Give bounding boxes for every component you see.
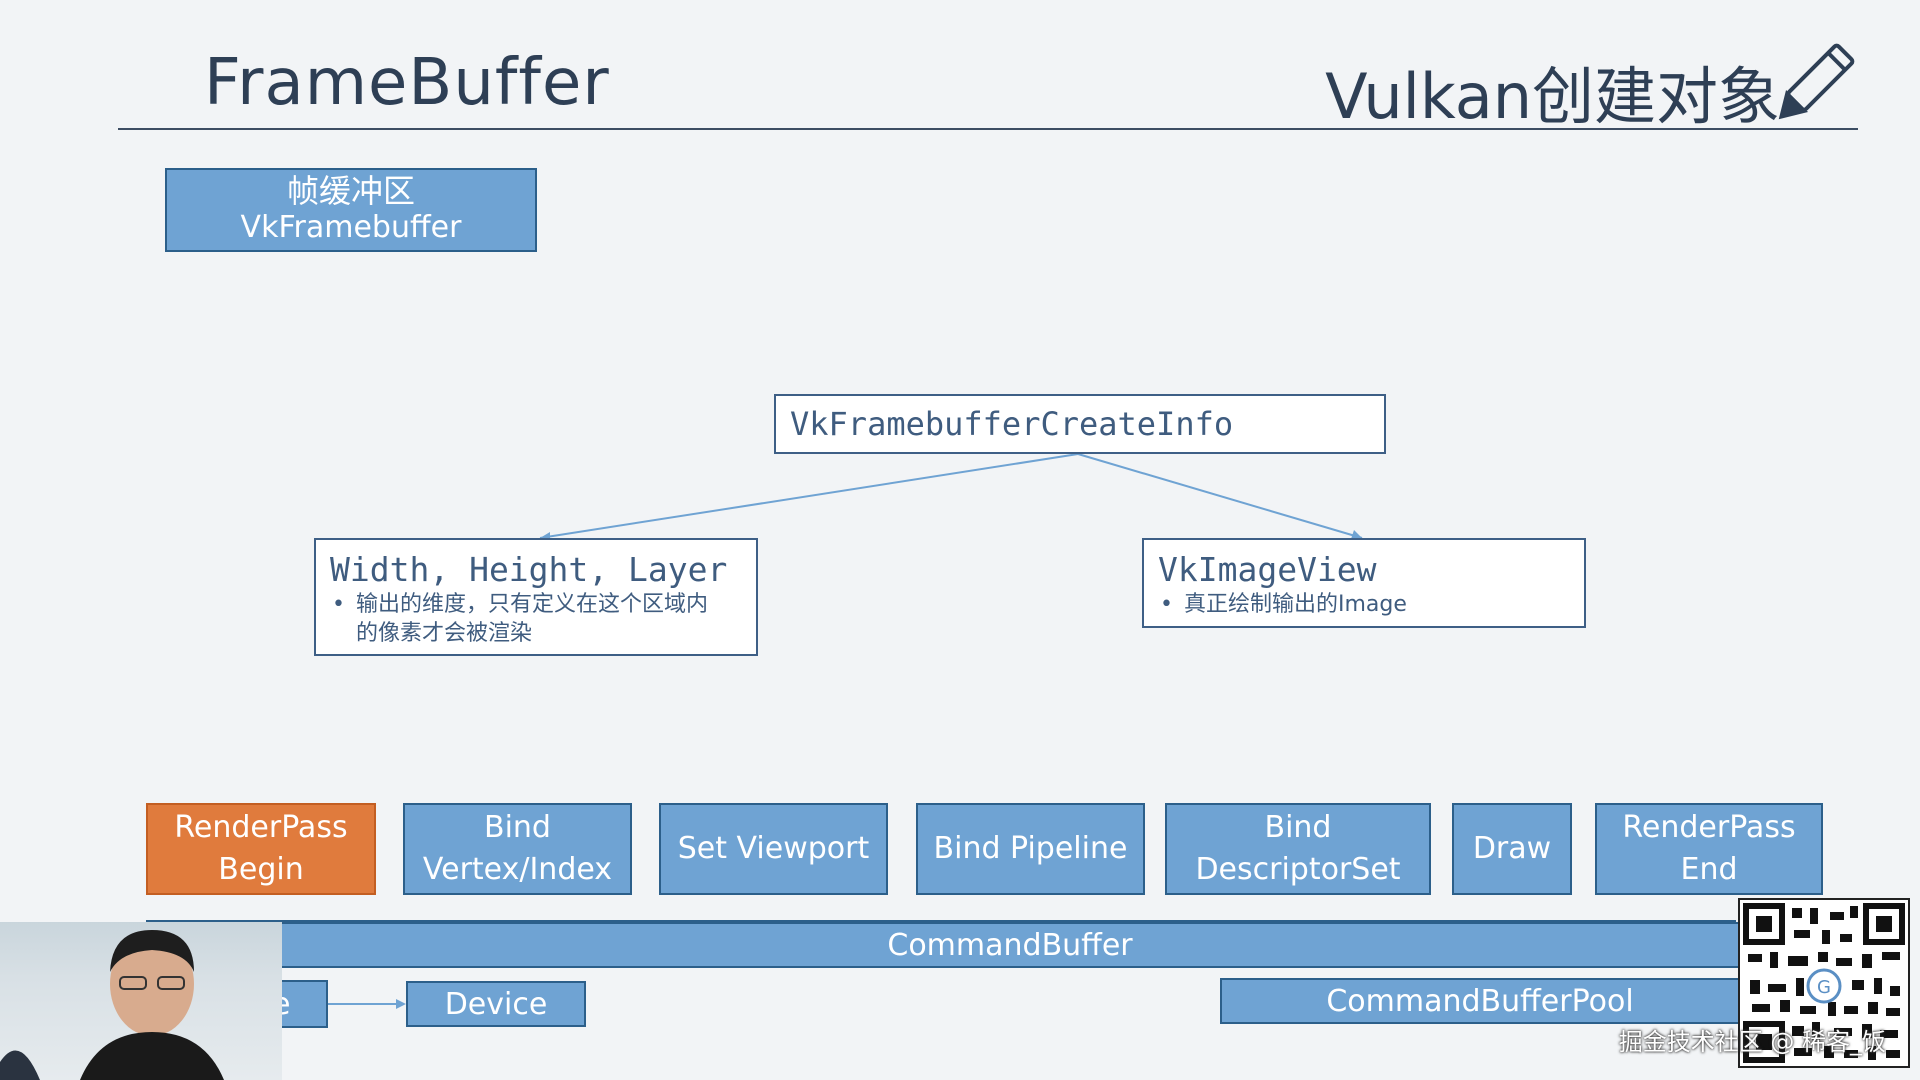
dimensions-box: Width, Height, Layer • 输出的维度，只有定义在这个区域内 … — [314, 538, 758, 656]
step-draw: Draw — [1452, 803, 1572, 895]
bullet-dot-icon: • — [332, 592, 345, 617]
dimensions-bullet: • 输出的维度，只有定义在这个区域内 的像素才会被渲染 — [330, 590, 746, 648]
dimensions-bullet-line2: 的像素才会被渲染 — [356, 621, 533, 646]
imageview-bullet-text: 真正绘制输出的Image — [1184, 592, 1407, 617]
device-box: Device — [406, 981, 586, 1027]
step-bind-descriptorset: Bind DescriptorSet — [1165, 803, 1431, 895]
framebuffer-label-cn: 帧缓冲区 — [286, 172, 415, 210]
connector-to-dimensions — [539, 453, 1079, 539]
connector-arrowhead-device — [396, 999, 406, 1009]
step-line2: Vertex/Index — [422, 852, 613, 887]
webcam-video — [0, 922, 282, 1080]
create-info-label: VkFramebufferCreateInfo — [790, 405, 1234, 443]
slide-section-title: Vulkan创建对象 — [1325, 46, 1780, 136]
presenter-avatar — [0, 930, 224, 1080]
command-buffer-pool-box: CommandBufferPool — [1220, 978, 1740, 1024]
imageview-title: VkImageView — [1158, 550, 1377, 589]
step-bind-pipeline: Bind Pipeline — [916, 803, 1145, 895]
command-buffer-pool-label: CommandBufferPool — [1326, 983, 1634, 1019]
step-line1: Bind Pipeline — [933, 831, 1128, 866]
step-underline — [146, 920, 1736, 922]
qr-code[interactable]: G — [1738, 898, 1910, 1068]
imageview-bullet: • 真正绘制输出的Image — [1158, 590, 1574, 619]
step-line1: Bind — [1264, 810, 1332, 845]
connector-to-imageview — [1077, 453, 1363, 539]
step-line1: RenderPass — [174, 810, 348, 845]
section-title-text: Vulkan创建对象 — [1325, 60, 1780, 133]
step-line2: Begin — [218, 852, 304, 887]
step-line1: Draw — [1472, 831, 1552, 866]
step-bind-vertex-index: Bind Vertex/Index — [403, 803, 632, 895]
step-line1: RenderPass — [1622, 810, 1796, 845]
step-renderpass-begin: RenderPass Begin — [146, 803, 376, 895]
framebuffer-label: VkFramebuffer — [240, 210, 462, 245]
command-buffer-bar: CommandBuffer — [280, 922, 1740, 968]
pencil-icon — [1778, 43, 1855, 120]
svg-text:G: G — [1817, 977, 1831, 998]
watermark: 掘金技术社区 @ 稀客_饭 — [1618, 1028, 1886, 1056]
create-info-box: VkFramebufferCreateInfo — [774, 394, 1386, 454]
device-label: Device — [444, 986, 548, 1022]
step-set-viewport: Set Viewport — [659, 803, 888, 895]
step-renderpass-end: RenderPass End — [1595, 803, 1823, 895]
step-line1: Set Viewport — [677, 831, 870, 866]
qr-code-icon: G — [1743, 903, 1905, 1063]
dimensions-bullet-line1: 输出的维度，只有定义在这个区域内 — [356, 592, 709, 617]
framebuffer-box: 帧缓冲区 VkFramebuffer — [165, 168, 537, 252]
dimensions-title: Width, Height, Layer — [330, 550, 728, 589]
step-line2: End — [1680, 852, 1738, 887]
step-line2: DescriptorSet — [1195, 852, 1401, 887]
bullet-dot-icon: • — [1160, 592, 1173, 617]
slide-title: FrameBuffer — [204, 46, 610, 120]
command-buffer-label: CommandBuffer — [887, 927, 1133, 963]
imageview-box: VkImageView • 真正绘制输出的Image — [1142, 538, 1586, 628]
step-line1: Bind — [484, 810, 551, 845]
header-divider — [118, 128, 1858, 130]
